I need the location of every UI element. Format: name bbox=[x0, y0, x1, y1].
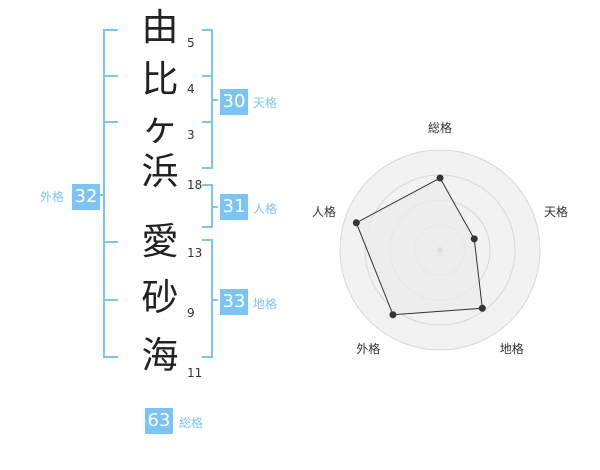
stroke-count-3: 3 bbox=[187, 128, 195, 142]
jinkaku-value: 31 bbox=[220, 194, 248, 220]
radar-polygon bbox=[355, 177, 483, 316]
chikaku-label: 地格 bbox=[253, 297, 278, 311]
chikaku-value: 33 bbox=[220, 289, 248, 315]
gaikaku-value: 32 bbox=[72, 184, 100, 210]
soukaku-label: 総格 bbox=[179, 416, 204, 430]
stroke-count-6: 9 bbox=[187, 306, 195, 320]
name-char-7: 海 bbox=[141, 334, 179, 377]
radar-axis-label-2: 天格 bbox=[544, 205, 569, 220]
tenkaku-label: 天格 bbox=[253, 96, 278, 110]
name-char-4: 浜 bbox=[141, 150, 179, 193]
name-divider-ticks bbox=[104, 75, 118, 301]
name-char-5: 愛 bbox=[141, 220, 179, 263]
radar-axis-label-1: 総格 bbox=[427, 121, 453, 135]
tenkaku-value: 30 bbox=[220, 89, 248, 115]
radar-point-5 bbox=[352, 219, 360, 227]
jinkaku-bracket bbox=[202, 184, 218, 228]
radar-axis-label-3: 地格 bbox=[499, 341, 524, 356]
radar-axis-label-5: 人格 bbox=[311, 205, 336, 220]
name-char-6: 砂 bbox=[141, 276, 179, 319]
name-char-1: 由 bbox=[141, 6, 179, 49]
stroke-count-2: 4 bbox=[187, 82, 195, 96]
gaikaku-label: 外格 bbox=[40, 190, 65, 204]
stroke-count-4: 18 bbox=[187, 178, 203, 192]
radar-point-3 bbox=[478, 304, 486, 312]
chikaku-bracket bbox=[202, 239, 218, 358]
radar-axis-label-4: 外格 bbox=[356, 341, 381, 356]
soukaku-value: 63 bbox=[145, 408, 173, 434]
stroke-count-7: 11 bbox=[187, 366, 203, 380]
radar-point-4 bbox=[389, 311, 397, 319]
tenkaku-bracket bbox=[202, 29, 218, 169]
radar-point-2 bbox=[470, 235, 478, 243]
stroke-count-5: 13 bbox=[187, 246, 203, 260]
name-char-2: 比 bbox=[141, 58, 179, 101]
jinkaku-label: 人格 bbox=[253, 202, 278, 216]
radar-point-1 bbox=[436, 174, 444, 182]
stroke-count-1: 5 bbox=[187, 36, 195, 50]
name-char-3: ヶ bbox=[141, 106, 179, 149]
